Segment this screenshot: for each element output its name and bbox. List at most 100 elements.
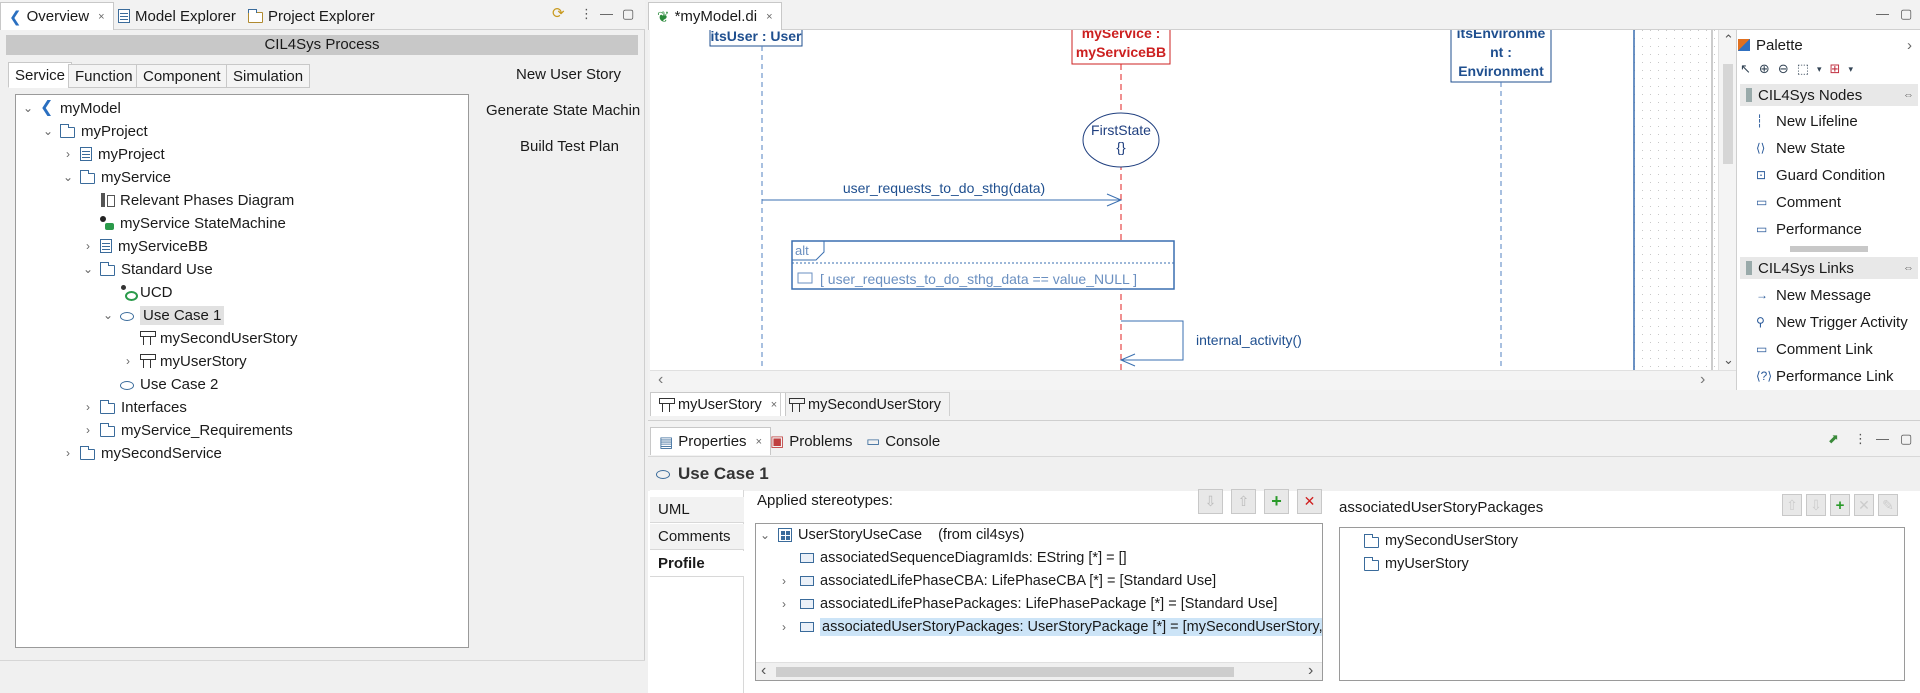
tree-item[interactable]: › myUserStory	[122, 350, 247, 372]
connector-tool-icon[interactable]: ⊞	[1829, 61, 1841, 76]
tab-mymodel[interactable]: ❦ *myModel.di ×	[648, 2, 782, 30]
move-down-button[interactable]: ⇩	[1198, 489, 1223, 514]
expand-arrow[interactable]: ›	[126, 354, 130, 368]
palette-comment-link[interactable]: ▭ Comment Link	[1756, 340, 1873, 358]
tree-item[interactable]: ⌄ myService	[62, 168, 172, 186]
tree-item[interactable]: myService StateMachine	[82, 212, 286, 234]
alt-fragment[interactable]	[791, 240, 1175, 290]
tree-item[interactable]: mySecondUserStory	[122, 327, 298, 349]
minimize-icon[interactable]: —	[1876, 431, 1889, 446]
tab-console[interactable]: ▭ Console	[866, 432, 941, 451]
palette-comment[interactable]: ▭ Comment	[1756, 193, 1842, 211]
close-icon[interactable]: ×	[766, 10, 773, 23]
tree-item[interactable]: Use Case 2	[102, 373, 218, 395]
tree-item[interactable]: ⌄ ❮ myModel	[22, 99, 121, 117]
scroll-thumb[interactable]	[776, 667, 1234, 677]
tab-project-explorer[interactable]: Project Explorer	[240, 2, 383, 30]
expand-arrow[interactable]: ›	[66, 446, 70, 460]
list-item[interactable]: mySecondUserStory	[1364, 530, 1518, 552]
pin-icon[interactable]: ⇔	[1903, 262, 1914, 274]
expand-arrow[interactable]: ⌄	[102, 308, 114, 322]
tab-overview[interactable]: ❮ Overview ×	[0, 2, 114, 30]
scroll-left-icon[interactable]: ‹	[658, 371, 664, 388]
subtab-service[interactable]: Service	[8, 62, 73, 88]
scroll-down-icon[interactable]: ⌄	[1723, 352, 1734, 367]
palette-nodes-drawer[interactable]: CIL4Sys Nodes ⇔	[1740, 84, 1918, 106]
palette-guard-condition[interactable]: ⊡ Guard Condition	[1756, 166, 1886, 184]
remove-stereotype-button[interactable]: ✕	[1297, 489, 1322, 514]
tree-item[interactable]: Relevant Phases Diagram	[82, 189, 294, 211]
expand-arrow[interactable]: ⌄	[22, 101, 34, 115]
pin-icon[interactable]: ⇔	[1903, 89, 1914, 101]
minimize-icon[interactable]: —	[600, 6, 613, 21]
scroll-right-icon[interactable]: ›	[1700, 371, 1706, 388]
stereotypes-hscrollbar[interactable]: ‹ ›	[756, 662, 1322, 680]
palette-collapse-icon[interactable]: ›	[1907, 36, 1912, 54]
expand-arrow[interactable]: ⌄	[82, 262, 94, 276]
vtab-uml[interactable]: UML	[650, 497, 744, 523]
palette-nodes-scrollbar[interactable]	[1790, 246, 1868, 252]
property-row[interactable]: › associatedLifePhaseCBA: LifePhaseCBA […	[782, 573, 1217, 589]
scroll-right-icon[interactable]: ›	[1308, 662, 1314, 679]
marquee-tool-icon[interactable]: ⬚	[1796, 61, 1810, 76]
expand-arrow[interactable]: ⌄	[62, 170, 74, 184]
subtab-function[interactable]: Function	[68, 64, 140, 88]
tree-item[interactable]: › Interfaces	[82, 396, 187, 418]
close-icon[interactable]: ×	[770, 398, 778, 411]
build-test-plan-button[interactable]: Build Test Plan	[520, 138, 619, 155]
palette-performance-link[interactable]: ⟨?⟩ Performance Link	[1756, 367, 1894, 385]
diagram-horizontal-scrollbar[interactable]: ‹ ›	[650, 370, 1736, 390]
expand-arrow[interactable]: ›	[86, 239, 90, 253]
expand-arrow[interactable]: ⌄	[42, 124, 54, 138]
tree-item[interactable]: › myService_Requirements	[82, 419, 293, 441]
property-row[interactable]: › associatedLifePhasePackages: LifePhase…	[782, 596, 1278, 612]
connector-dropdown-icon[interactable]: ▾	[1848, 63, 1853, 74]
vtab-comments[interactable]: Comments	[650, 524, 744, 550]
sync-icon[interactable]: ⟳	[552, 5, 565, 22]
tab-problems[interactable]: ▣ Problems	[770, 432, 853, 451]
view-menu-icon[interactable]: ⋮	[580, 6, 593, 21]
tab-myseconduserstory[interactable]: mySecondUserStory	[780, 392, 950, 416]
maximize-icon[interactable]: ▢	[1900, 431, 1913, 446]
expand-arrow[interactable]: ›	[782, 574, 786, 588]
list-item[interactable]: myUserStory	[1364, 553, 1469, 575]
expand-arrow[interactable]: ⌄	[760, 528, 771, 542]
maximize-icon[interactable]: ▢	[1900, 6, 1913, 21]
self-message-arrow[interactable]	[1121, 320, 1184, 361]
scroll-thumb[interactable]	[1723, 64, 1733, 164]
diagram-vertical-scrollbar[interactable]: ⌃ ⌄	[1718, 30, 1736, 370]
tab-properties[interactable]: ▤ Properties ×	[650, 427, 771, 455]
open-view-icon[interactable]: ⬈	[1828, 431, 1839, 446]
tree-item-selected[interactable]: ⌄ Use Case 1	[102, 304, 225, 326]
select-tool-icon[interactable]: ↖	[1740, 61, 1751, 76]
marquee-dropdown-icon[interactable]: ▾	[1817, 63, 1822, 74]
expand-arrow[interactable]: ›	[66, 147, 70, 161]
tree-item[interactable]: › mySecondService	[62, 442, 222, 464]
close-icon[interactable]: ×	[755, 435, 762, 448]
expand-arrow[interactable]: ›	[86, 423, 90, 437]
view-menu-icon[interactable]: ⋮	[1854, 431, 1867, 446]
add-package-button[interactable]: +	[1830, 494, 1850, 516]
tree-item[interactable]: › myServiceBB	[82, 235, 208, 257]
scroll-up-icon[interactable]: ⌃	[1723, 32, 1734, 47]
generate-state-machine-button[interactable]: Generate State Machin	[486, 102, 641, 119]
tree-item[interactable]: ⌄ myProject	[42, 122, 148, 140]
expand-arrow[interactable]: ›	[86, 400, 90, 414]
palette-new-message[interactable]: → New Message	[1756, 286, 1872, 304]
move-up-button[interactable]: ⇧	[1231, 489, 1256, 514]
close-icon[interactable]: ×	[98, 10, 105, 23]
property-row-selected[interactable]: › associatedUserStoryPackages: UserStory…	[782, 616, 1322, 638]
tree-item[interactable]: ⌄ Standard Use	[82, 260, 213, 278]
vtab-profile[interactable]: Profile	[650, 551, 744, 577]
lifeline-user-head[interactable]	[709, 30, 803, 47]
tree-item[interactable]: UCD	[102, 281, 173, 303]
tree-item[interactable]: › myProject	[62, 143, 165, 165]
state-first[interactable]	[1082, 112, 1160, 168]
scroll-left-icon[interactable]: ‹	[761, 662, 767, 679]
tab-model-explorer[interactable]: Model Explorer	[110, 2, 244, 30]
palette-new-lifeline[interactable]: ┆ New Lifeline	[1756, 112, 1858, 130]
palette-new-trigger-activity[interactable]: ⚲ New Trigger Activity	[1756, 313, 1908, 331]
zoom-in-icon[interactable]: ⊕	[1758, 61, 1770, 76]
zoom-out-icon[interactable]: ⊖	[1777, 61, 1789, 76]
tab-myuserstory[interactable]: myUserStory ×	[650, 392, 787, 416]
